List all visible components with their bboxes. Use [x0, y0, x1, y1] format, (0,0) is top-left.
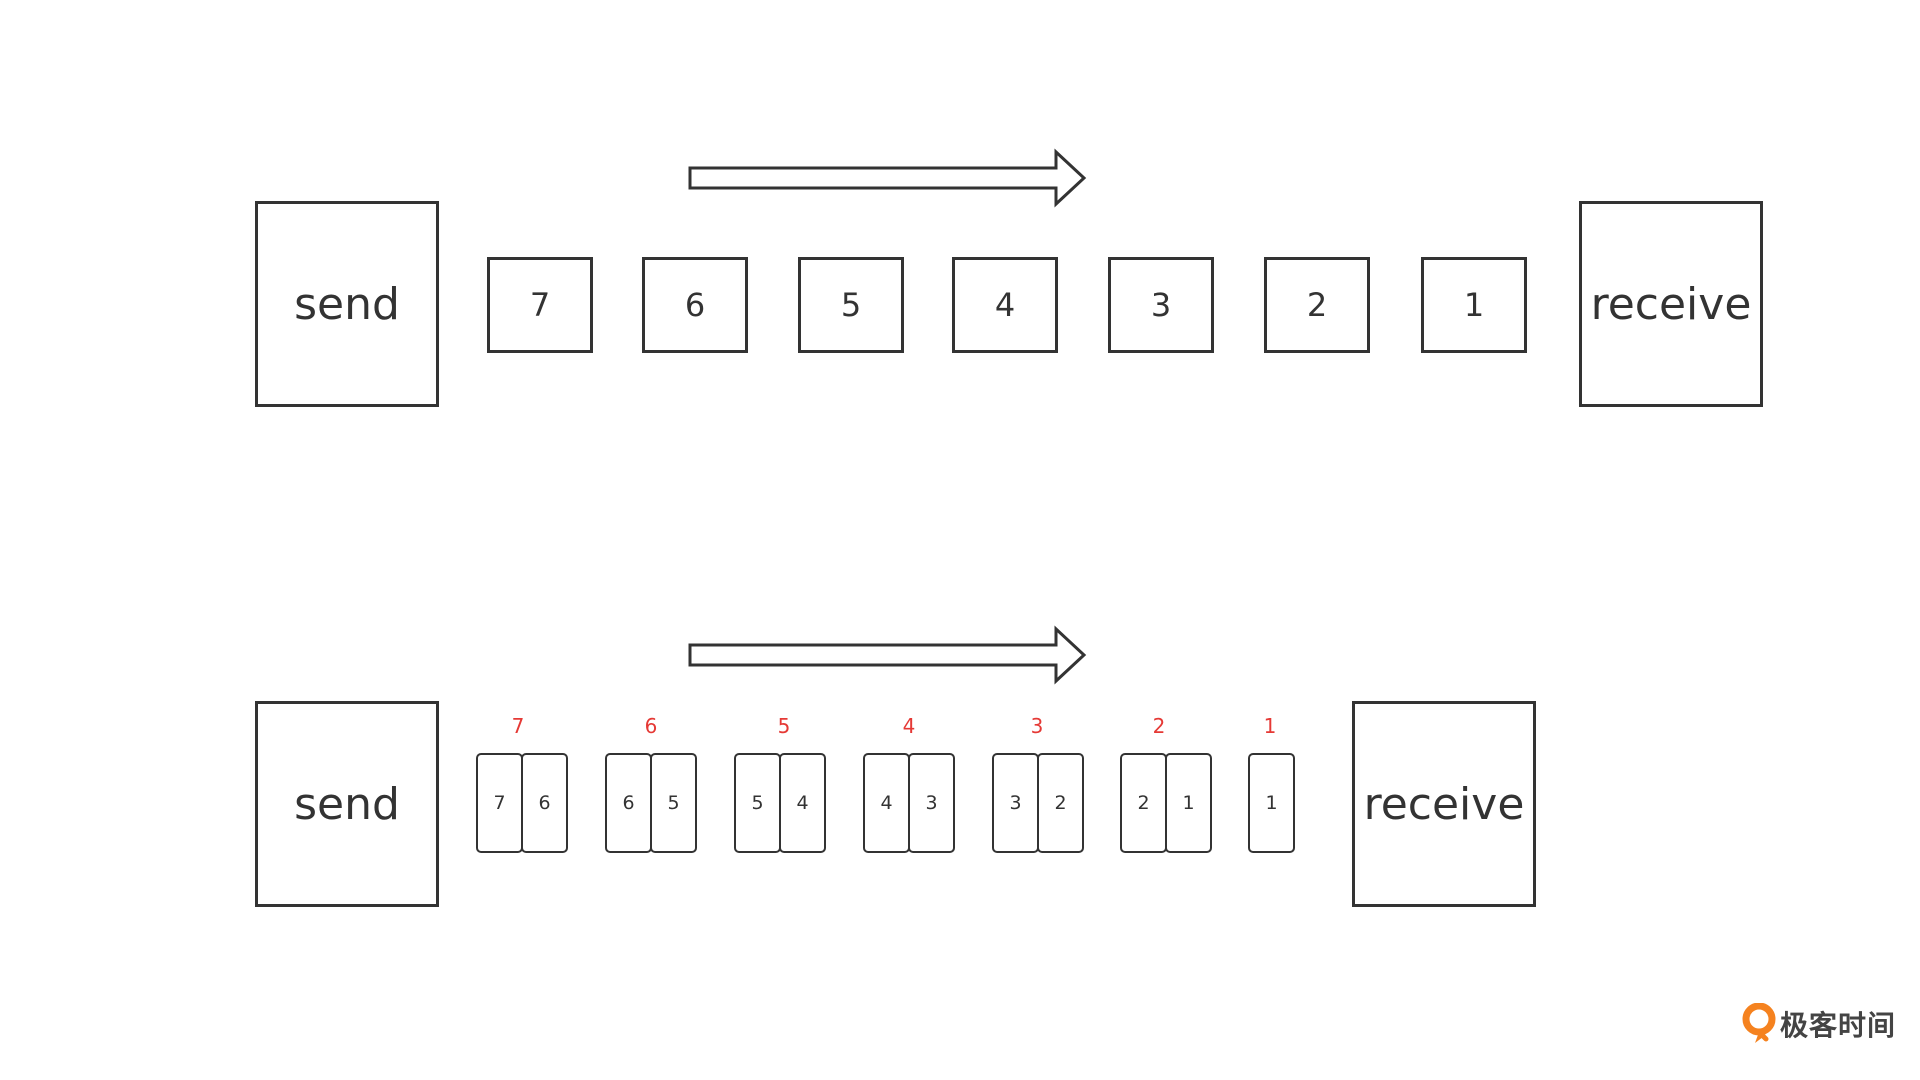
segment-group-2: 2 1 — [1120, 753, 1212, 853]
packet-label: 7 — [529, 286, 551, 324]
geektime-logo-icon — [1742, 1003, 1776, 1043]
top-packet-7: 7 — [487, 257, 593, 353]
segment-cell: 2 — [1120, 753, 1167, 853]
top-direction-arrow-icon — [688, 148, 1087, 208]
bottom-receive-box: receive — [1352, 701, 1536, 907]
segment-group-1: 1 — [1248, 753, 1295, 853]
segment-cell: 6 — [605, 753, 652, 853]
bottom-receive-label: receive — [1363, 778, 1525, 830]
top-receive-label: receive — [1590, 278, 1752, 330]
watermark: 极客时间 — [1742, 1003, 1896, 1045]
top-send-box: send — [255, 201, 439, 407]
sequence-label: 7 — [511, 714, 525, 738]
segment-cell: 3 — [908, 753, 955, 853]
packet-label: 6 — [684, 286, 706, 324]
top-receive-box: receive — [1579, 201, 1763, 407]
segment-group-4: 4 3 — [863, 753, 955, 853]
segment-cell: 5 — [650, 753, 697, 853]
segment-cell: 4 — [779, 753, 826, 853]
segment-group-3: 3 2 — [992, 753, 1084, 853]
sequence-label: 3 — [1030, 714, 1044, 738]
segment-cell: 2 — [1037, 753, 1084, 853]
segment-cell: 5 — [734, 753, 781, 853]
packet-label: 1 — [1463, 286, 1485, 324]
sequence-label: 6 — [644, 714, 658, 738]
sequence-label: 4 — [902, 714, 916, 738]
sequence-label: 5 — [777, 714, 791, 738]
packet-label: 2 — [1306, 286, 1328, 324]
top-packet-1: 1 — [1421, 257, 1527, 353]
segment-cell: 7 — [476, 753, 523, 853]
packet-label: 5 — [840, 286, 862, 324]
bottom-direction-arrow-icon — [688, 625, 1087, 685]
segment-cell: 1 — [1165, 753, 1212, 853]
top-packet-5: 5 — [798, 257, 904, 353]
segment-cell: 4 — [863, 753, 910, 853]
segment-cell: 3 — [992, 753, 1039, 853]
sequence-label: 1 — [1263, 714, 1277, 738]
watermark-text: 极客时间 — [1780, 1009, 1897, 1042]
segment-group-5: 5 4 — [734, 753, 826, 853]
sequence-label: 2 — [1152, 714, 1166, 738]
top-packet-4: 4 — [952, 257, 1058, 353]
packet-label: 3 — [1150, 286, 1172, 324]
top-packet-6: 6 — [642, 257, 748, 353]
top-packet-2: 2 — [1264, 257, 1370, 353]
top-packet-3: 3 — [1108, 257, 1214, 353]
segment-cell: 6 — [521, 753, 568, 853]
segment-cell: 1 — [1248, 753, 1295, 853]
bottom-send-label: send — [294, 778, 400, 830]
packet-label: 4 — [994, 286, 1016, 324]
segment-group-7: 7 6 — [476, 753, 568, 853]
segment-group-6: 6 5 — [605, 753, 697, 853]
bottom-send-box: send — [255, 701, 439, 907]
top-send-label: send — [294, 278, 400, 330]
